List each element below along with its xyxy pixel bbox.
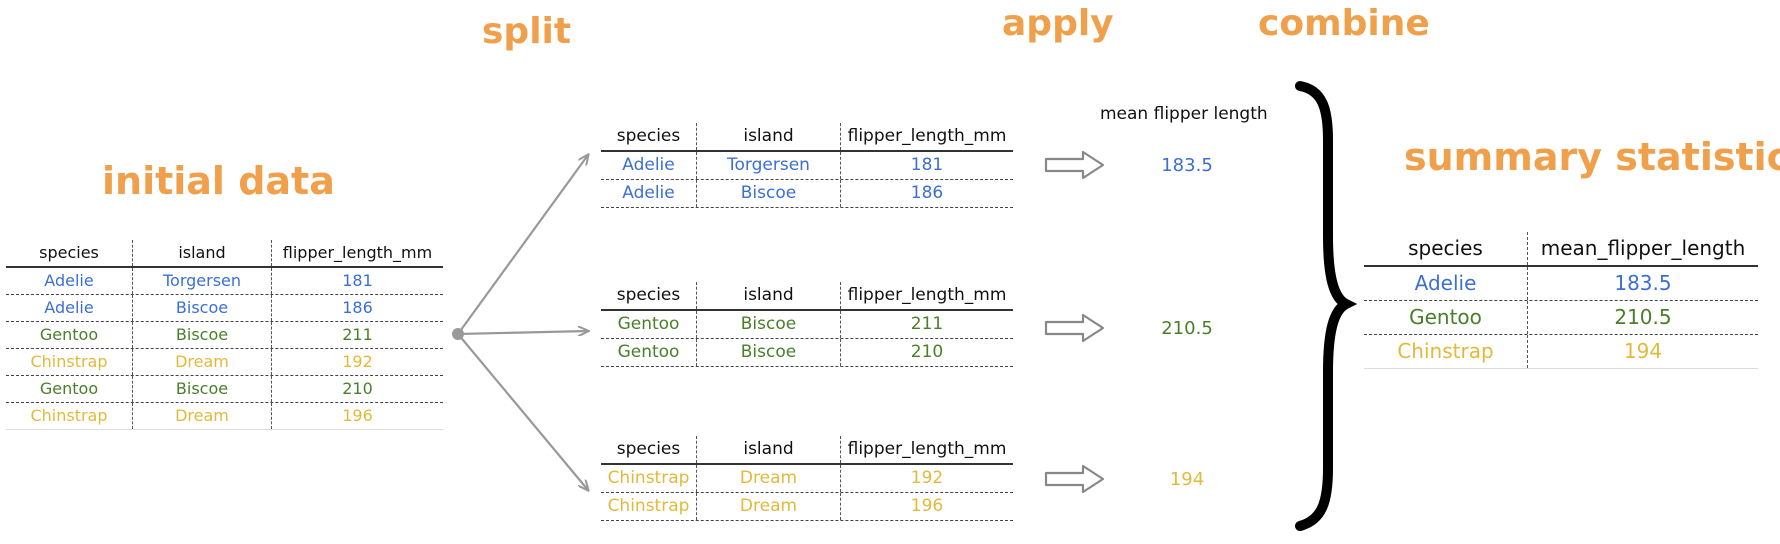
initial-data-table: species island flipper_length_mm Adelie … bbox=[6, 240, 443, 430]
apply-heading: apply bbox=[1002, 3, 1114, 44]
column-header: flipper_length_mm bbox=[847, 126, 1007, 146]
mean-flipper-length-cell: 183.5 bbox=[1614, 271, 1672, 295]
split-heading: split bbox=[482, 11, 572, 52]
flipper-length-cell: 186 bbox=[910, 183, 944, 203]
table-header-row: species island flipper_length_mm bbox=[601, 282, 1013, 311]
split-arrow-icon bbox=[457, 331, 588, 334]
column-header: species bbox=[601, 436, 697, 463]
island-cell: Biscoe bbox=[133, 295, 272, 321]
flipper-length-cell: 181 bbox=[342, 271, 373, 290]
column-header: species bbox=[6, 240, 133, 266]
island-cell: Biscoe bbox=[697, 339, 841, 366]
species-cell: Gentoo bbox=[6, 322, 133, 348]
table-row: Gentoo Biscoe 210 bbox=[601, 339, 1013, 367]
curly-brace-icon bbox=[1295, 81, 1358, 531]
summary-statistics-table: species mean_flipper_length Adelie 183.5… bbox=[1364, 232, 1758, 369]
species-cell: Adelie bbox=[6, 268, 133, 294]
table-row: Chinstrap 194 bbox=[1364, 335, 1758, 369]
flipper-length-cell: 196 bbox=[342, 406, 373, 425]
table-header-row: species mean_flipper_length bbox=[1364, 232, 1758, 267]
species-cell: Gentoo bbox=[1364, 301, 1528, 334]
mean-value-gentoo: 210.5 bbox=[1161, 318, 1213, 339]
species-cell: Chinstrap bbox=[6, 349, 133, 375]
table-row: Gentoo 210.5 bbox=[1364, 301, 1758, 335]
split-arrow-icon bbox=[457, 333, 588, 490]
table-row: Chinstrap Dream 196 bbox=[601, 493, 1013, 521]
column-header: mean_flipper_length bbox=[1540, 236, 1746, 260]
chinstrap-group-table: species island flipper_length_mm Chinstr… bbox=[601, 436, 1013, 521]
species-cell: Adelie bbox=[601, 152, 697, 179]
flipper-length-cell: 210 bbox=[910, 342, 944, 362]
column-header: species bbox=[601, 282, 697, 309]
island-cell: Torgersen bbox=[133, 268, 272, 294]
column-header: species bbox=[601, 123, 697, 150]
table-row: Adelie Biscoe 186 bbox=[6, 295, 443, 322]
table-row: Chinstrap Dream 192 bbox=[6, 349, 443, 376]
species-cell: Chinstrap bbox=[601, 465, 697, 492]
table-header-row: species island flipper_length_mm bbox=[601, 436, 1013, 465]
adelie-group-table: species island flipper_length_mm Adelie … bbox=[601, 123, 1013, 208]
flipper-length-cell: 192 bbox=[342, 352, 373, 371]
species-cell: Gentoo bbox=[601, 311, 697, 338]
table-row: Adelie Biscoe 186 bbox=[601, 180, 1013, 208]
column-header: island bbox=[697, 436, 841, 463]
column-header: flipper_length_mm bbox=[282, 243, 433, 262]
table-header-row: species island flipper_length_mm bbox=[601, 123, 1013, 152]
flipper-length-cell: 181 bbox=[910, 155, 944, 175]
mean-value-chinstrap: 194 bbox=[1169, 469, 1205, 490]
table-row: Gentoo Biscoe 211 bbox=[601, 311, 1013, 339]
species-cell: Adelie bbox=[601, 180, 697, 207]
hollow-arrow-right-icon bbox=[1044, 150, 1105, 180]
flipper-length-cell: 210 bbox=[342, 379, 373, 398]
table-row: Chinstrap Dream 196 bbox=[6, 403, 443, 430]
species-cell: Gentoo bbox=[601, 339, 697, 366]
column-header: flipper_length_mm bbox=[847, 439, 1007, 459]
mean-flipper-length-cell: 194 bbox=[1623, 339, 1663, 363]
flipper-length-cell: 196 bbox=[910, 496, 944, 516]
island-cell: Dream bbox=[697, 465, 841, 492]
island-cell: Dream bbox=[697, 493, 841, 520]
island-cell: Torgersen bbox=[697, 152, 841, 179]
flipper-length-cell: 211 bbox=[342, 325, 373, 344]
initial-data-heading: initial data bbox=[102, 159, 335, 203]
species-cell: Adelie bbox=[6, 295, 133, 321]
flipper-length-cell: 211 bbox=[910, 314, 944, 334]
table-header-row: species island flipper_length_mm bbox=[6, 240, 443, 268]
island-cell: Dream bbox=[133, 349, 272, 375]
island-cell: Dream bbox=[133, 403, 272, 429]
species-cell: Adelie bbox=[1364, 267, 1528, 300]
island-cell: Biscoe bbox=[133, 322, 272, 348]
table-row: Adelie Torgersen 181 bbox=[6, 268, 443, 295]
hollow-arrow-right-icon bbox=[1044, 313, 1105, 343]
split-arrow-icon bbox=[457, 155, 588, 335]
table-row: Chinstrap Dream 192 bbox=[601, 465, 1013, 493]
species-cell: Chinstrap bbox=[6, 403, 133, 429]
table-row: Adelie Torgersen 181 bbox=[601, 152, 1013, 180]
species-cell: Chinstrap bbox=[601, 493, 697, 520]
species-cell: Gentoo bbox=[6, 376, 133, 402]
mean-value-adelie: 183.5 bbox=[1161, 155, 1213, 176]
table-row: Gentoo Biscoe 210 bbox=[6, 376, 443, 403]
combine-heading: combine bbox=[1258, 3, 1430, 44]
flipper-length-cell: 192 bbox=[910, 468, 944, 488]
summary-statistics-heading: summary statistics bbox=[1404, 135, 1780, 179]
table-row: Adelie 183.5 bbox=[1364, 267, 1758, 301]
column-header: island bbox=[133, 240, 272, 266]
column-header: flipper_length_mm bbox=[847, 285, 1007, 305]
island-cell: Biscoe bbox=[697, 180, 841, 207]
column-header: island bbox=[697, 123, 841, 150]
hollow-arrow-right-icon bbox=[1044, 464, 1105, 494]
species-cell: Chinstrap bbox=[1364, 335, 1528, 368]
flipper-length-cell: 186 bbox=[342, 298, 373, 317]
column-header: island bbox=[697, 282, 841, 309]
table-row: Gentoo Biscoe 211 bbox=[6, 322, 443, 349]
gentoo-group-table: species island flipper_length_mm Gentoo … bbox=[601, 282, 1013, 367]
island-cell: Biscoe bbox=[133, 376, 272, 402]
mean-flipper-length-label: mean flipper length bbox=[1100, 104, 1268, 124]
island-cell: Biscoe bbox=[697, 311, 841, 338]
mean-flipper-length-cell: 210.5 bbox=[1614, 305, 1672, 329]
column-header: species bbox=[1364, 232, 1528, 265]
